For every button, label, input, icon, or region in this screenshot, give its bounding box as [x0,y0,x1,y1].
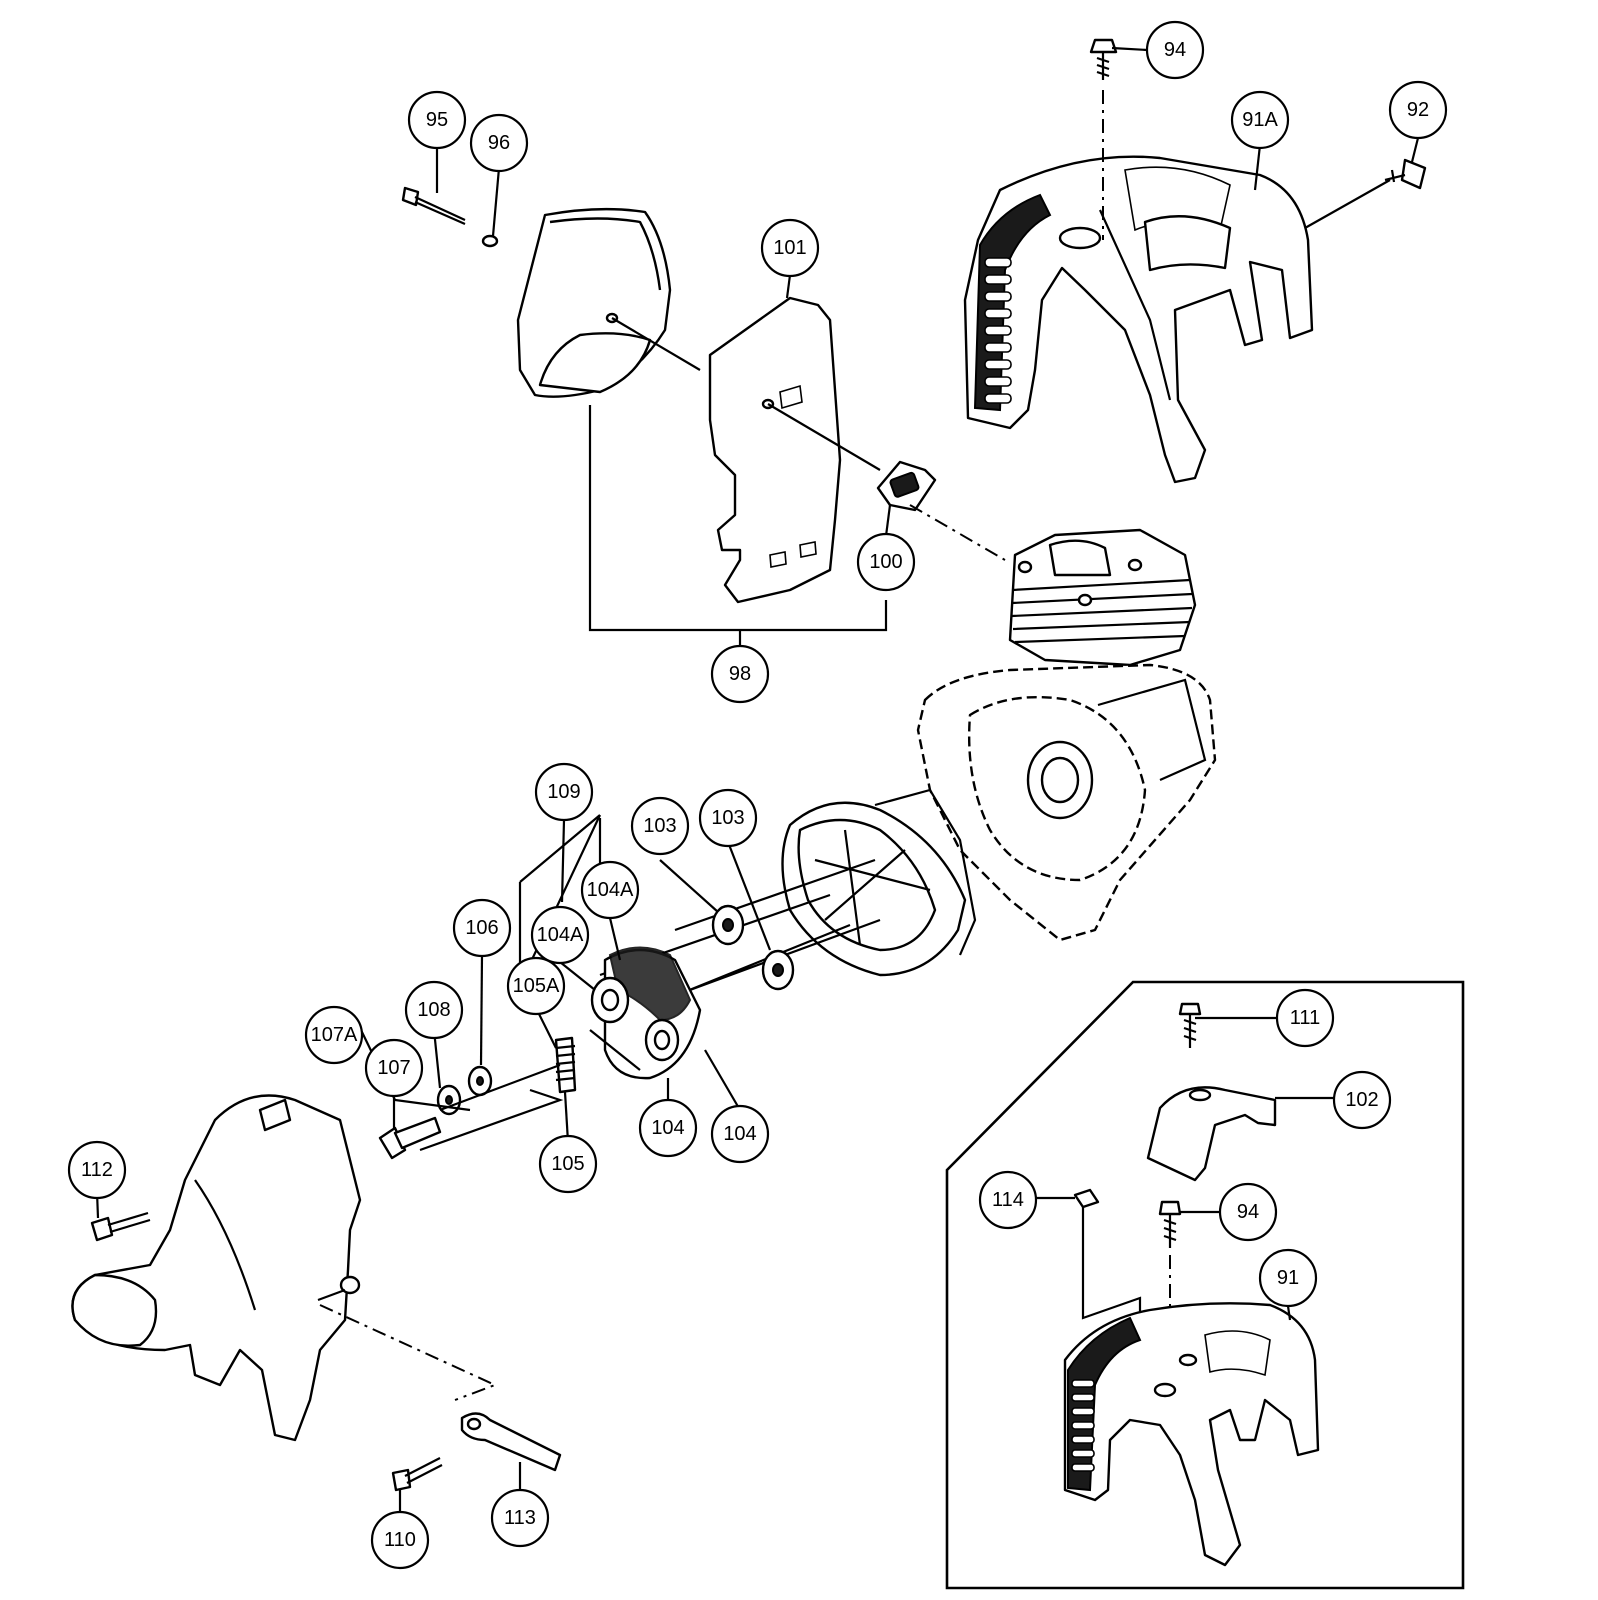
callout-106: 106 [452,898,512,958]
svg-text:114: 114 [992,1189,1024,1211]
svg-text:101: 101 [773,237,806,259]
svg-text:104: 104 [651,1117,684,1139]
washer-103-b [761,949,795,991]
callout-91A: 91A [1230,90,1290,150]
callout-110: 110 [370,1510,430,1570]
group-bracket-98 [588,405,888,632]
spring-105 [554,1036,577,1094]
callout-104-a: 104 [638,1098,698,1158]
callout-104A-a: 104A [580,860,640,920]
shroud-vent-slots [984,257,1012,404]
callout-112: 112 [67,1140,127,1200]
svg-text:105: 105 [551,1153,584,1175]
svg-text:94: 94 [1237,1201,1259,1223]
callout-98: 98 [710,644,770,704]
callout-101: 101 [760,218,820,278]
bolt-107 [378,1063,564,1160]
guide-dashline [319,1304,498,1401]
inset-frame [945,980,1465,1590]
screw-111 [1178,1002,1202,1048]
engine-shroud-91A [963,155,1314,484]
svg-text:113: 113 [504,1507,536,1529]
svg-text:104A: 104A [587,879,634,901]
svg-text:91: 91 [1277,1267,1299,1289]
callout-96: 96 [469,113,529,173]
bolt-110 [391,1457,443,1492]
callout-107: 107 [364,1038,424,1098]
callout-94-top: 94 [1145,20,1205,80]
plate-113 [460,1412,562,1472]
callout-100: 100 [856,532,916,592]
svg-text:106: 106 [465,917,498,939]
callout-113: 113 [490,1488,550,1548]
callout-105A: 105A [506,956,566,1016]
svg-text:109: 109 [547,781,580,803]
callout-103-a: 103 [630,796,690,856]
washer-96 [481,234,499,248]
svg-text:103: 103 [711,807,744,829]
callout-114: 114 [978,1170,1038,1230]
svg-text:105A: 105A [513,975,560,997]
heat-shield-101 [708,296,881,604]
svg-text:107A: 107A [311,1024,358,1046]
svg-text:110: 110 [384,1529,416,1551]
callout-94-inset: 94 [1218,1182,1278,1242]
svg-text:107: 107 [377,1057,410,1079]
svg-text:108: 108 [417,999,450,1021]
svg-text:98: 98 [729,663,751,685]
callout-104-b: 104 [710,1104,770,1164]
callout-104A-b: 104A [530,905,590,965]
callout-105: 105 [538,1134,598,1194]
flywheel-fan [781,788,977,977]
callout-103-b: 103 [698,788,758,848]
svg-text:100: 100 [869,551,902,573]
gear-housing [71,1094,362,1442]
muffler-cover [516,207,701,398]
washer-103-a [711,904,745,946]
leader-lines [95,46,1420,1513]
svg-text:91A: 91A [1242,109,1278,131]
svg-text:112: 112 [81,1159,113,1181]
svg-text:104: 104 [723,1123,756,1145]
bolt-95 [401,186,466,226]
callout-95: 95 [407,90,467,150]
screw-94-top [1089,38,1118,240]
bolt-112 [90,1211,151,1242]
callout-107A: 107A [304,1005,364,1065]
callout-108: 108 [404,980,464,1040]
svg-text:104A: 104A [537,924,584,946]
svg-text:103: 103 [643,815,676,837]
callout-111: 111 [1275,988,1335,1048]
svg-text:96: 96 [488,132,510,154]
bolt-92 [1304,158,1427,229]
engine-block [916,528,1217,942]
callout-92: 92 [1388,80,1448,140]
callout-91: 91 [1258,1248,1318,1308]
cover-102 [1146,1086,1277,1182]
svg-text:94: 94 [1164,39,1186,61]
engine-shroud-91 [1063,1302,1320,1567]
clutch-assembly-104 [589,946,702,1080]
callout-109: 109 [534,762,594,822]
svg-text:111: 111 [1290,1007,1320,1029]
svg-text:92: 92 [1407,99,1429,121]
svg-text:102: 102 [1345,1089,1378,1111]
callout-102: 102 [1332,1070,1392,1130]
washer-106 [467,1065,493,1097]
shroud-91-vent-slots [1071,1379,1095,1472]
svg-text:95: 95 [426,109,448,131]
